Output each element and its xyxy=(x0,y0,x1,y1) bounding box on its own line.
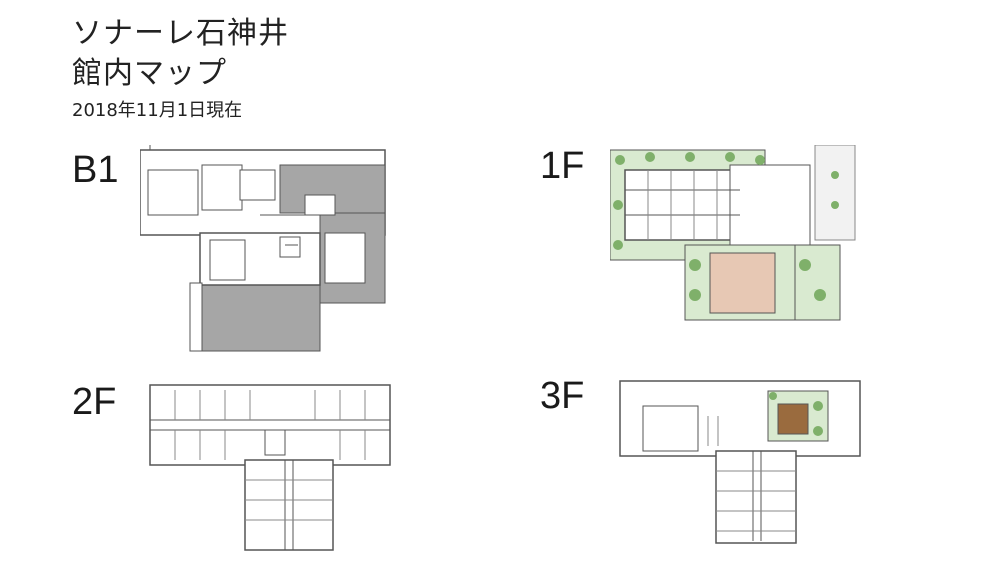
as-of-date: 2018年11月1日現在 xyxy=(72,100,243,121)
floor-plan-1f[interactable] xyxy=(610,145,860,327)
floor-label-2f: 2F xyxy=(72,381,117,423)
facility-name: ソナーレ石神井 xyxy=(72,16,289,51)
floor-label-3f: 3F xyxy=(540,375,585,417)
floor-plan-3f[interactable] xyxy=(618,376,868,546)
title-block: ソナーレ石神井 館内マップ 2018年11月1日現在 xyxy=(72,14,289,126)
floor-label-1f: 1F xyxy=(540,145,585,187)
floor-label-b1: B1 xyxy=(72,149,119,191)
map-title: 館内マップ xyxy=(72,56,227,91)
floor-plan-b1[interactable] xyxy=(140,145,390,353)
floor-plan-2f[interactable] xyxy=(145,380,395,552)
